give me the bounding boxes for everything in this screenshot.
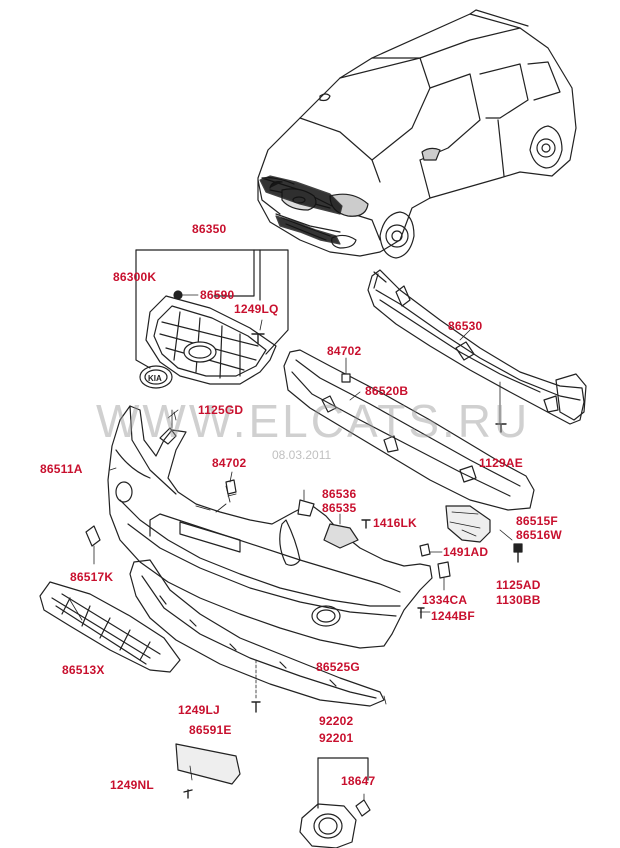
part-label-1125ad[interactable]: 1125AD xyxy=(496,578,541,592)
part-label-86350[interactable]: 86350 xyxy=(192,222,227,236)
kia-emblem xyxy=(139,365,173,389)
bumper-beam xyxy=(367,269,587,433)
part-label-84702-upper[interactable]: 84702 xyxy=(327,344,362,358)
part-label-86591e[interactable]: 86591E xyxy=(189,723,232,737)
part-label-86525g[interactable]: 86525G xyxy=(316,660,360,674)
part-label-86590[interactable]: 86590 xyxy=(200,288,235,302)
lower-grille xyxy=(39,581,181,673)
car-illustration xyxy=(257,9,577,259)
radiator-grille xyxy=(145,295,277,385)
part-label-1249lj[interactable]: 1249LJ xyxy=(178,703,220,717)
part-label-1125gd[interactable]: 1125GD xyxy=(198,403,244,417)
part-label-86517k[interactable]: 86517K xyxy=(70,570,114,584)
part-label-86516w[interactable]: 86516W xyxy=(516,528,562,542)
part-label-1491ad[interactable]: 1491AD xyxy=(443,545,489,559)
watermark: WWW.ELCATS.RU xyxy=(96,395,531,447)
part-label-1244bf[interactable]: 1244BF xyxy=(431,609,475,623)
front-bumper-cover xyxy=(107,405,433,649)
bumper-lip xyxy=(129,559,385,707)
part-label-86535[interactable]: 86535 xyxy=(322,501,357,515)
part-label-1249lq[interactable]: 1249LQ xyxy=(234,302,279,316)
part-label-86300k[interactable]: 86300K xyxy=(113,270,157,284)
part-label-84702-lower[interactable]: 84702 xyxy=(212,456,247,470)
part-label-86515f[interactable]: 86515F xyxy=(516,514,558,528)
part-label-92202[interactable]: 92202 xyxy=(319,714,354,728)
part-label-86511a[interactable]: 86511A xyxy=(40,462,83,476)
part-label-86513x[interactable]: 86513X xyxy=(62,663,105,677)
part-label-92201[interactable]: 92201 xyxy=(319,731,354,745)
watermark-date: 08.03.2011 xyxy=(272,448,332,462)
part-label-86520b[interactable]: 86520B xyxy=(365,384,409,398)
part-label-1249nl[interactable]: 1249NL xyxy=(110,778,154,792)
fog-lamp xyxy=(299,803,357,848)
part-label-18647[interactable]: 18647 xyxy=(341,774,376,788)
part-label-1129ae[interactable]: 1129AE xyxy=(479,456,523,470)
energy-absorber xyxy=(283,349,535,511)
svg-text:KIA: KIA xyxy=(148,374,162,383)
part-label-1130bb[interactable]: 1130BB xyxy=(496,593,541,607)
part-label-1416lk[interactable]: 1416LK xyxy=(373,516,417,530)
part-label-86536[interactable]: 86536 xyxy=(322,487,357,501)
part-label-86530[interactable]: 86530 xyxy=(448,319,483,333)
part-label-1334ca[interactable]: 1334CA xyxy=(422,593,468,607)
